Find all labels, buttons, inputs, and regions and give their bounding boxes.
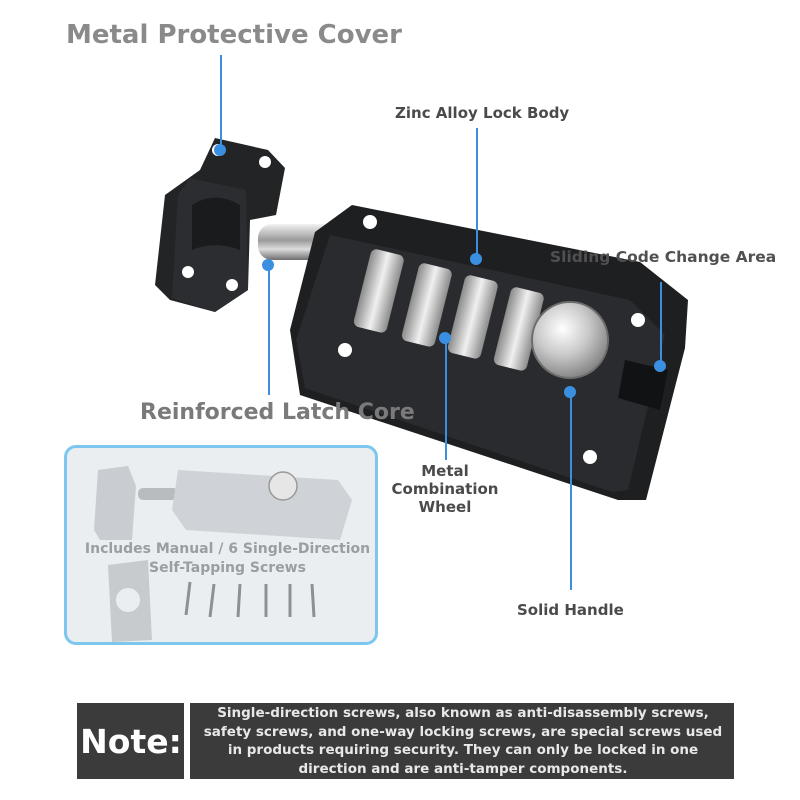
wheel-callout-dot — [439, 332, 451, 344]
solid-handle-part — [531, 301, 609, 379]
sliding-callout-dot — [654, 360, 666, 372]
latch-callout-line — [268, 265, 270, 395]
handle-callout-line — [570, 392, 572, 590]
label-sliding: Sliding Code Change Area — [550, 248, 777, 266]
cover-callout-dot — [214, 144, 226, 156]
handle-callout-dot — [564, 386, 576, 398]
label-handle: Solid Handle — [517, 601, 624, 619]
cover-callout-line — [220, 55, 222, 150]
label-cover: Metal Protective Cover — [66, 20, 402, 50]
latch-callout-dot — [262, 259, 274, 271]
note-text: Single-direction screws, also known as a… — [203, 705, 723, 777]
label-wheel: Metal Combination Wheel — [391, 462, 499, 516]
combination-wheels — [353, 249, 544, 371]
label-body: Zinc Alloy Lock Body — [395, 104, 570, 122]
note-label: Note: — [80, 721, 182, 761]
body-callout-line — [476, 128, 478, 258]
sliding-callout-line — [660, 282, 662, 366]
label-latch: Reinforced Latch Core — [140, 400, 415, 425]
body-callout-dot — [470, 253, 482, 265]
wheel-callout-line — [445, 338, 447, 460]
protective-cover-part — [155, 138, 285, 312]
inset-caption: Includes Manual / 6 Single-Direction Sel… — [84, 541, 371, 576]
note-separator — [184, 703, 190, 779]
